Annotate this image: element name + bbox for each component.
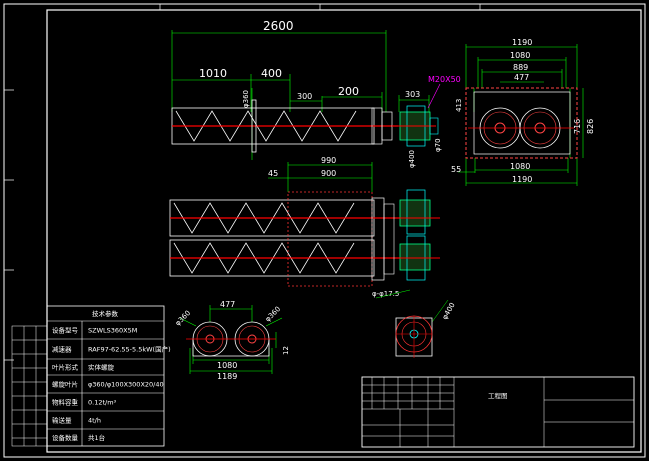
bolt-callout: M20X50 <box>428 75 461 84</box>
dim-front-360-left: φ360 <box>174 309 192 327</box>
dim-303: 303 <box>405 90 420 99</box>
motor-end-view: φ400 <box>395 299 457 358</box>
spec-value: 0.12t/m³ <box>88 399 117 407</box>
dim-end-1190-top: 1190 <box>512 38 532 47</box>
dim-phi360-top: φ360 <box>242 90 250 108</box>
margin-ticks <box>4 4 481 361</box>
dim-phi400-top: φ400 <box>408 150 416 168</box>
dim-front-1189: 1189 <box>217 372 237 381</box>
twin-screw-view: 990 900 45 φ-φ17.5 <box>169 156 440 299</box>
dim-900: 900 <box>321 169 336 178</box>
dim-end-716: 716 <box>573 119 582 134</box>
dim-end-413: 413 <box>455 99 463 112</box>
spec-label: 减速器 <box>52 345 72 354</box>
dim-2600: 2600 <box>263 19 294 33</box>
spec-value: SZWLS360X5M <box>88 327 137 335</box>
dim-phi400-end: φ400 <box>441 301 457 321</box>
dim-end-477-top: 477 <box>514 73 529 82</box>
dim-end-1080-top: 1080 <box>510 51 530 60</box>
spec-value: 4t/h <box>88 417 101 425</box>
title-block-label: 工程图 <box>488 391 508 400</box>
spec-label: 设备型号 <box>52 326 79 335</box>
dim-990: 990 <box>321 156 336 165</box>
outer-frame <box>3 3 646 458</box>
dim-200: 200 <box>338 85 359 98</box>
spec-table: 技术参数 设备型号 SZWLS360X5M 减速器 RAF97-62.55-5.5kW… <box>46 305 171 447</box>
spec-value: φ360/φ100X300X20/40 <box>88 381 164 389</box>
dim-phi70: φ70 <box>434 138 442 152</box>
spec-label: 输送量 <box>52 416 72 425</box>
dim-front-360-right: φ360 <box>264 305 282 323</box>
top-screw-view: 2600 1010 400 300 200 303 M20X50 φ360 φ4… <box>171 19 461 168</box>
dim-end-1190-bot: 1190 <box>512 175 532 184</box>
dim-1010: 1010 <box>199 67 227 80</box>
spec-value: 实体螺旋 <box>88 363 115 372</box>
spec-label: 叶片形式 <box>52 363 79 372</box>
front-view: 477 φ360 φ360 1080 1189 12 <box>174 300 290 381</box>
dim-300: 300 <box>297 92 312 101</box>
spec-title: 技术参数 <box>92 309 119 318</box>
spec-label: 螺旋叶片 <box>52 380 78 389</box>
dim-45: 45 <box>268 169 278 178</box>
motor-mid <box>395 189 440 281</box>
dim-400: 400 <box>261 67 282 80</box>
motor-top <box>392 105 439 147</box>
spec-value: 共1台 <box>88 433 105 442</box>
dim-end-826: 826 <box>586 119 595 134</box>
spec-label: 设备数量 <box>52 433 79 442</box>
dim-end-889: 889 <box>513 63 528 72</box>
dim-front-477: 477 <box>220 300 235 309</box>
dim-end-1080-bot: 1080 <box>510 162 530 171</box>
revision-grid <box>11 325 48 447</box>
spec-label: 物料容重 <box>52 398 79 407</box>
end-view: 1190 1080 889 477 413 716 826 55 1080 11… <box>451 38 595 186</box>
dim-phi175: φ-φ17.5 <box>372 290 399 298</box>
dim-front-1080: 1080 <box>217 361 237 370</box>
dim-end-55: 55 <box>451 165 461 174</box>
inner-frame <box>46 9 642 453</box>
spec-value: RAF97-62.55-5.5kW(国产) <box>88 345 171 354</box>
title-block: 工程图 <box>361 376 635 448</box>
dim-front-12: 12 <box>282 346 290 355</box>
